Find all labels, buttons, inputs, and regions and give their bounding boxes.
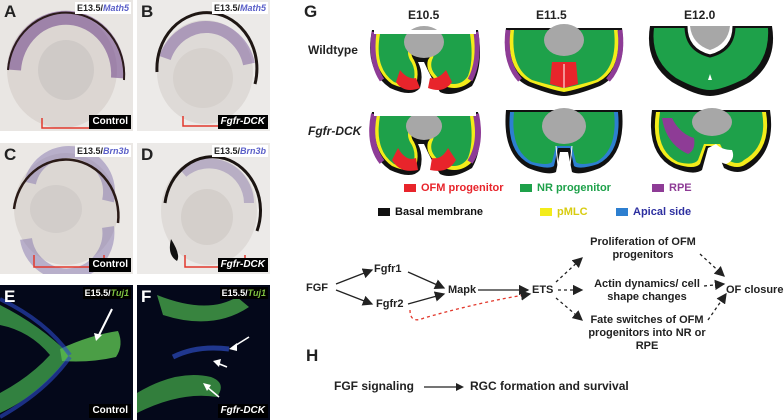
schematic-dck-e11-5 (505, 108, 623, 174)
schematic-wt-e10-5 (370, 26, 480, 94)
panel-label: E (4, 287, 16, 306)
legend-label: NR progenitor (537, 182, 611, 194)
row-label-wildtype: Wildtype (308, 43, 358, 57)
legend-label: RPE (669, 182, 692, 194)
row-label-fgfr-dck: Fgfr-DCK (308, 124, 362, 138)
pathway-outcome-fate-switch: Fate switches of OFM progenitors into NR… (588, 314, 706, 352)
condition-label: Fgfr-DCK (217, 258, 268, 272)
panel-g-label: G (304, 2, 318, 21)
pathway-fgfr1: Fgfr1 (374, 263, 402, 275)
stage-label: E13.5/Math5 (74, 2, 131, 14)
legend-rpe: RPE (652, 182, 692, 194)
legend-swatch (540, 208, 552, 216)
panel-a-image (0, 0, 133, 131)
legend-apical-side: Apical side (616, 206, 691, 218)
panel-label: A (4, 2, 17, 21)
pathway-ets: ETS (532, 284, 554, 296)
pathway-mapk: Mapk (448, 284, 477, 296)
arrow-marker (97, 308, 113, 338)
condition-label: Control (89, 404, 131, 418)
stage-label: E13.5/Brn3b (211, 145, 268, 157)
stage-header-e11-5: E11.5 (536, 8, 567, 22)
legend-ofm-progenitor: OFM progenitor (404, 182, 504, 194)
condition-label: Fgfr-DCK (217, 404, 268, 418)
panel-label: B (141, 2, 154, 21)
panel-c: C E13.5/Brn3b Control (0, 143, 133, 274)
panel-c-image (0, 143, 133, 274)
panel-f-image (137, 285, 270, 420)
panel-label: F (141, 287, 152, 306)
condition-label: Control (89, 115, 131, 129)
legend-label: OFM progenitor (421, 182, 504, 194)
schematic-wt-e12-0 (648, 25, 774, 96)
stage-header-e10-5: E10.5 (408, 8, 440, 22)
panel-e: E E15.5/Tuj1 Control (0, 285, 133, 420)
h-fgf-signaling: FGF signaling (334, 379, 414, 393)
stage-label: E13.5/Brn3b (74, 145, 131, 157)
legend-swatch (378, 208, 390, 216)
pathway-outcome-proliferation: Proliferation of OFM progenitors (590, 236, 696, 261)
condition-label: Fgfr-DCK (217, 115, 268, 129)
schematic-wt-e11-5 (504, 24, 624, 96)
legend-label: Apical side (633, 206, 692, 218)
stage-label: E15.5/Tuj1 (82, 287, 131, 299)
legend-label: Basal membrane (395, 206, 484, 218)
pathway-of-closure: OF closure (726, 284, 784, 296)
pathway-outcome-actin: Actin dynamics/ cell shape changes (594, 278, 700, 303)
arrow-marker (206, 386, 220, 398)
stage-header-e12-0: E12.0 (684, 8, 716, 22)
panel-e-image (0, 285, 133, 420)
panel-b: B E13.5/Math5 Fgfr-DCK (137, 0, 270, 131)
legend-nr-progenitor: NR progenitor (520, 182, 611, 194)
panel-label: C (4, 145, 17, 164)
schematic-dck-e12-0 (650, 108, 772, 173)
panel-label: D (141, 145, 154, 164)
legend-swatch (520, 184, 532, 192)
panel-a: A E13.5/Math5 Control (0, 0, 133, 131)
panel-b-image (137, 0, 270, 131)
optic-cup-schematics (369, 24, 774, 176)
h-arrow (424, 383, 464, 391)
condition-label: Control (89, 258, 131, 272)
schematic-dck-e10-5 (369, 112, 481, 176)
legend-swatch (652, 184, 664, 192)
stage-label: E15.5/Tuj1 (219, 287, 268, 299)
panel-d-image (137, 143, 270, 274)
panel-d: D E13.5/Brn3b Fgfr-DCK (137, 143, 270, 274)
panel-f: F E15.5/Tuj1 Fgfr-DCK (137, 285, 270, 420)
panel-h-label: H (306, 346, 319, 365)
legend-basal-membrane: Basal membrane (378, 206, 483, 218)
legend-label: pMLC (557, 206, 588, 218)
pathway-fgfr2: Fgfr2 (376, 298, 404, 310)
legend-swatch (404, 184, 416, 192)
legend-pmlc: pMLC (540, 206, 588, 218)
legend-swatch (616, 208, 628, 216)
pathway-fgf: FGF (306, 282, 328, 294)
pathway-arrows (335, 253, 727, 321)
h-rgc-formation: RGC formation and survival (470, 379, 629, 393)
stage-label: E13.5/Math5 (211, 2, 268, 14)
